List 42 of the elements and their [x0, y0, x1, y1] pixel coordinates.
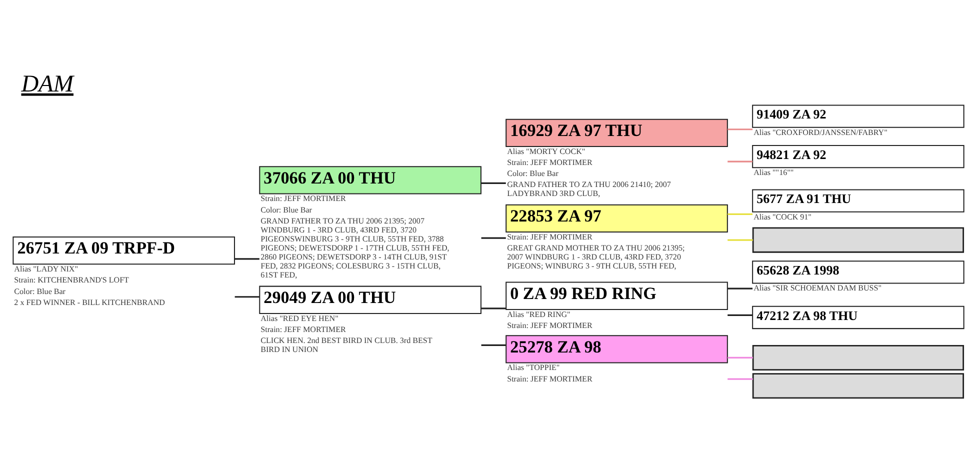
node-label: GREAT GRAND MOTHER TO ZA THU 2006 21395; 2007 WINDBURG 1 - 3RD CLUB, 43RD FED, 3720 PIGEONS; WINBURG 3 - 9TH CLUB, 55TH FED,: [506, 243, 684, 270]
node-label: Alias "LADY NIX": [14, 264, 78, 274]
node-label: Strain: JEFF MORTIMER: [260, 194, 346, 203]
connector: [727, 128, 752, 130]
node-box: [752, 372, 964, 398]
node-label: Strain: JEFF MORTIMER: [506, 157, 592, 166]
node-box: [752, 226, 964, 252]
node-label: Strain: JEFF MORTIMER: [506, 232, 592, 241]
node-label: Color: Blue Bar: [14, 286, 65, 296]
node-label: Strain: JEFF MORTIMER: [506, 374, 592, 383]
node-label: GRAND FATHER TO ZA THU 2006 21395; 2007 WINDBURG 1 - 3RD CLUB, 43RD FED, 3720 PIGEONSWINBURG 3 - 9TH CLUB, 55TH FED, 3788 PIGEONS; DEWETSDORP 1 - 17TH CLUB, 55TH FED, 2860 PIGEONS; DEWETSDORP 3 - 14TH CLUB, 91ST FED, 2832 PIGEONS; COLESBURG 3 - 15TH CLUB, 61ST FED,: [260, 216, 449, 280]
node-label: 2 x FED WINNER - BILL KITCHENBRAND: [14, 297, 164, 306]
node-label: CLICK HEN. 2nd BEST BIRD IN CLUB. 3rd BEST BIRD IN UNION: [260, 336, 432, 354]
diagram-title: DAM: [20, 70, 73, 97]
connector: [727, 356, 752, 358]
node-label: Strain: KITCHENBRAND'S LOFT: [14, 275, 128, 284]
node-label: Alias ""16"": [753, 168, 794, 177]
node-label: GRAND FATHER TO ZA THU 2006 21410; 2007 LADYBRAND 3RD CLUB,: [506, 180, 670, 198]
node-label: Alias "RED EYE HEN": [260, 313, 338, 322]
connector: [480, 182, 506, 184]
connector: [727, 160, 752, 162]
node-label: Color: Blue Bar: [506, 168, 558, 178]
node-label: Alias "TOPPIE": [506, 362, 560, 372]
connector: [727, 287, 752, 289]
node-label: Alias "RED RING": [506, 309, 570, 318]
connector: [234, 296, 259, 298]
connector: [234, 258, 259, 260]
node-label: Alias "MORTY COCK": [506, 146, 585, 156]
connector: [727, 212, 752, 214]
connector: [480, 307, 506, 309]
node-box: [752, 344, 964, 370]
connector: [480, 344, 506, 346]
node-label: Strain: JEFF MORTIMER: [506, 320, 592, 330]
node-label: Alias "SIR SCHOEMAN DAM BUSS": [753, 283, 882, 292]
connector: [727, 238, 752, 240]
connector: [727, 378, 752, 380]
connector: [727, 314, 752, 316]
node-label: Alias "CROXFORD/JANSSEN/FABRY": [753, 127, 887, 136]
node-label: Color: Blue Bar: [260, 204, 312, 214]
connector: [480, 236, 506, 238]
node-label: Alias "COCK 91": [753, 212, 811, 221]
node-label: Strain: JEFF MORTIMER: [260, 324, 346, 334]
